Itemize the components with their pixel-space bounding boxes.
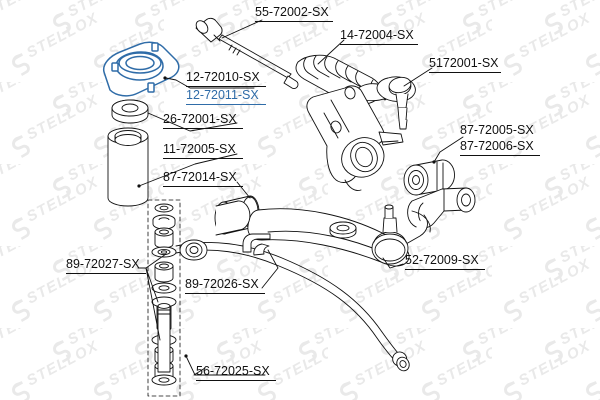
label-rule-14-72004 (340, 44, 418, 45)
label-rule-56-72025 (196, 380, 276, 381)
part-tie-rod-end (354, 76, 416, 130)
part-label-87-72006: 87-72006-SX (460, 139, 534, 153)
part-strut-mount (102, 41, 180, 97)
label-rule-89-72026 (185, 293, 265, 294)
part-strut-bearing (111, 99, 149, 124)
part-label-26-72001: 26-72001-SX (163, 112, 237, 126)
part-label-12-72011: 12-72011-SX (186, 88, 259, 102)
part-label-52-72009: 52-72009-SX (405, 253, 479, 267)
part-label-89-72026: 89-72026-SX (185, 277, 259, 291)
label-rule-89-72027 (66, 273, 146, 274)
part-label-12-72010: 12-72010-SX (186, 70, 260, 84)
part-steering-knuckle (306, 85, 404, 191)
part-label-89-72027: 89-72027-SX (66, 257, 140, 271)
part-label-55-72002: 55-72002-SX (255, 5, 329, 19)
part-stabilizer-bar-bracket-right (253, 243, 270, 256)
part-label-5172001: 5172001-SX (429, 56, 499, 70)
part-label-11-72005: 11-72005-SX (163, 142, 236, 156)
part-stabilizer-link-bolt (151, 296, 177, 386)
part-label-87-72005: 87-72005-SX (460, 123, 534, 137)
part-dust-boot (107, 127, 149, 207)
label-rule-52-72009 (405, 269, 485, 270)
label-rule-11-72005 (163, 158, 243, 159)
label-rule-55-72002 (255, 21, 333, 22)
label-rule-12-72010 (186, 86, 266, 87)
part-label-87-72014: 87-72014-SX (163, 170, 237, 184)
label-rule-26-72001 (163, 128, 243, 129)
part-stabilizer-bar (175, 242, 410, 372)
leader-lines (137, 19, 464, 376)
label-rule-12-72011 (186, 104, 266, 105)
part-lower-ball-joint (371, 204, 409, 265)
part-inner-tie-rod (195, 17, 299, 89)
part-label-14-72004: 14-72004-SX (340, 28, 414, 42)
label-rule-87-72006 (460, 155, 540, 156)
part-label-56-72025: 56-72025-SX (196, 364, 270, 378)
label-rule-5172001 (429, 72, 501, 73)
label-rule-87-72014 (163, 186, 243, 187)
part-stabilizer-bar-bushing (179, 233, 271, 261)
